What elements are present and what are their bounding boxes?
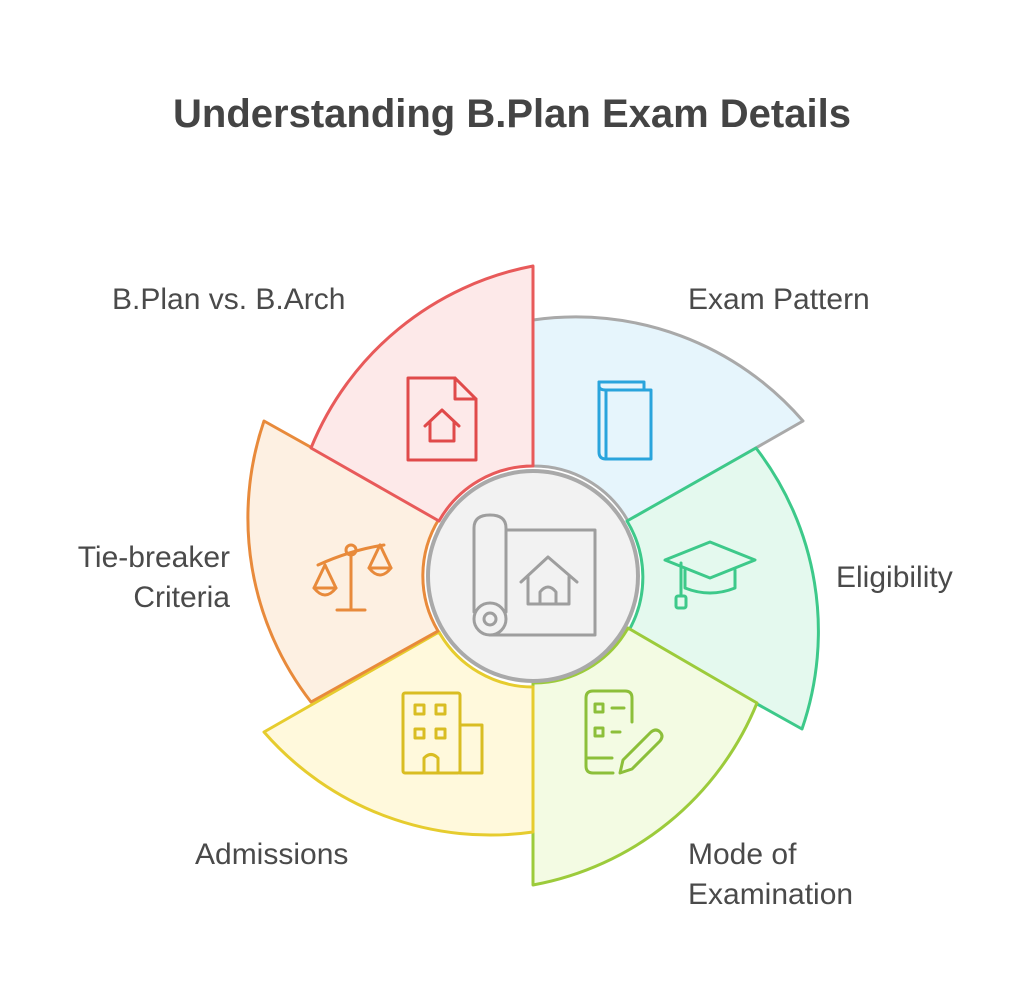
segment-eligibility-shape [625, 446, 820, 731]
label-exam-pattern: Exam Pattern [688, 283, 870, 316]
label-tie-breaker-criteria: Tie-breaker Criteria [77, 541, 230, 614]
label-bplan-vs-barch: B.Plan vs. B.Arch [112, 283, 346, 316]
label-mode-of-examination: Mode of Examination [688, 838, 854, 911]
segment-exam-pattern [531, 315, 805, 523]
center-circle [426, 469, 640, 683]
building-icon [401, 691, 484, 775]
segment-admissions [262, 630, 535, 837]
segment-tie-breaker-criteria [246, 419, 441, 704]
center-hub [426, 469, 640, 683]
page-title: Understanding B.Plan Exam Details [173, 92, 851, 136]
checklist-pencil-icon [584, 689, 664, 775]
label-eligibility: Eligibility [836, 561, 953, 594]
segment-mode-of-examination [531, 626, 759, 887]
label-admissions: Admissions [195, 838, 349, 871]
segment-bplan-vs-barch [309, 264, 535, 523]
blueprint-home-icon [472, 513, 597, 637]
graduation-cap-icon [663, 540, 757, 610]
segment-admissions-shape [262, 630, 535, 837]
document-home-icon [406, 376, 478, 462]
segment-tie-breaker-criteria-shape [246, 419, 441, 704]
segment-exam-pattern-shape [531, 315, 805, 523]
book-icon [597, 380, 653, 461]
scales-icon [312, 543, 393, 612]
segment-eligibility [625, 446, 820, 731]
